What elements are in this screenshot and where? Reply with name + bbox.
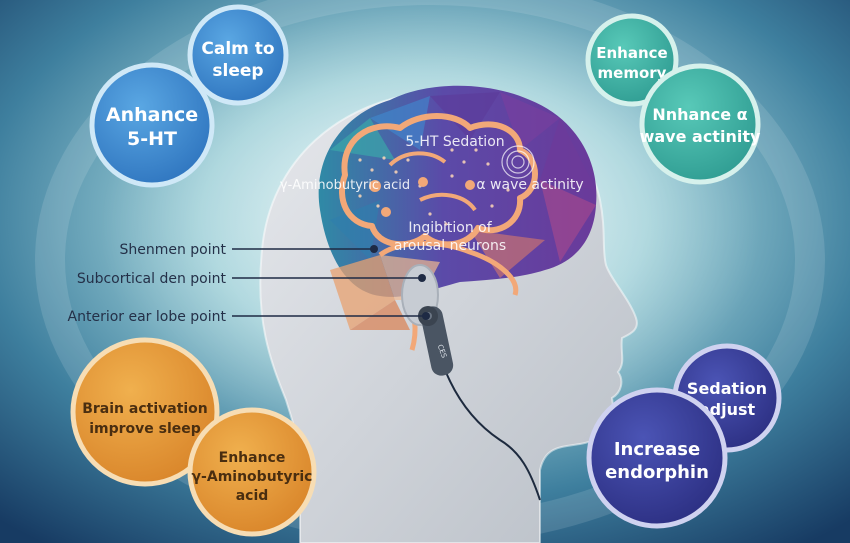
subcortical-point-label: Subcortical den point <box>77 271 227 287</box>
brain <box>318 85 597 351</box>
svg-text:Calm to: Calm to <box>201 39 274 59</box>
label-gaba: γ-Aminobutyric acid <box>280 178 410 193</box>
bubble-enhance-gaba: Enhance γ-Aminobutyric acid <box>187 407 317 537</box>
svg-text:wave actinity: wave actinity <box>640 127 761 146</box>
ces-device: CES <box>418 306 541 501</box>
svg-text:Increase: Increase <box>614 439 700 460</box>
svg-text:Enhance: Enhance <box>219 450 286 466</box>
svg-text:Enhance: Enhance <box>596 44 667 62</box>
leader-lines <box>232 245 430 320</box>
bubble-enhance-memory: Enhance memory <box>585 13 679 107</box>
label-alpha-wave: α wave actinity <box>476 177 583 193</box>
anterior-ear-lobe-point-label: Anterior ear lobe point <box>68 309 227 325</box>
svg-text:acid: acid <box>236 488 269 504</box>
svg-text:5-HT: 5-HT <box>127 128 177 150</box>
svg-text:endorphin: endorphin <box>605 462 709 483</box>
svg-text:sleep: sleep <box>212 61 263 81</box>
svg-text:Anhance: Anhance <box>106 104 198 126</box>
bubble-calm-to-sleep: Calm to sleep <box>187 4 289 106</box>
bubble-increase-endorphin: Increase endorphin <box>586 387 728 529</box>
bubble-nnhance-alpha: Nnhance α wave actinity <box>639 63 761 185</box>
svg-text:adjust: adjust <box>699 400 756 419</box>
bubble-anhance-5ht: Anhance 5-HT <box>89 62 215 188</box>
label-5ht-sedation: 5-HT Sedation <box>405 134 504 150</box>
bubble-brain-activation: Brain activation improve sleep <box>70 337 220 487</box>
svg-text:Sedation: Sedation <box>687 379 767 398</box>
svg-text:Brain activation: Brain activation <box>82 401 208 417</box>
svg-text:improve sleep: improve sleep <box>89 421 201 437</box>
svg-text:γ-Aminobutyric: γ-Aminobutyric <box>192 469 313 485</box>
label-inhibition-line1: Ingibition of <box>408 220 492 236</box>
label-inhibition-line2: arousal neurons <box>394 238 506 254</box>
shenmen-point-label: Shenmen point <box>119 242 226 258</box>
svg-text:Nnhance α: Nnhance α <box>652 105 747 124</box>
svg-text:memory: memory <box>598 64 667 82</box>
